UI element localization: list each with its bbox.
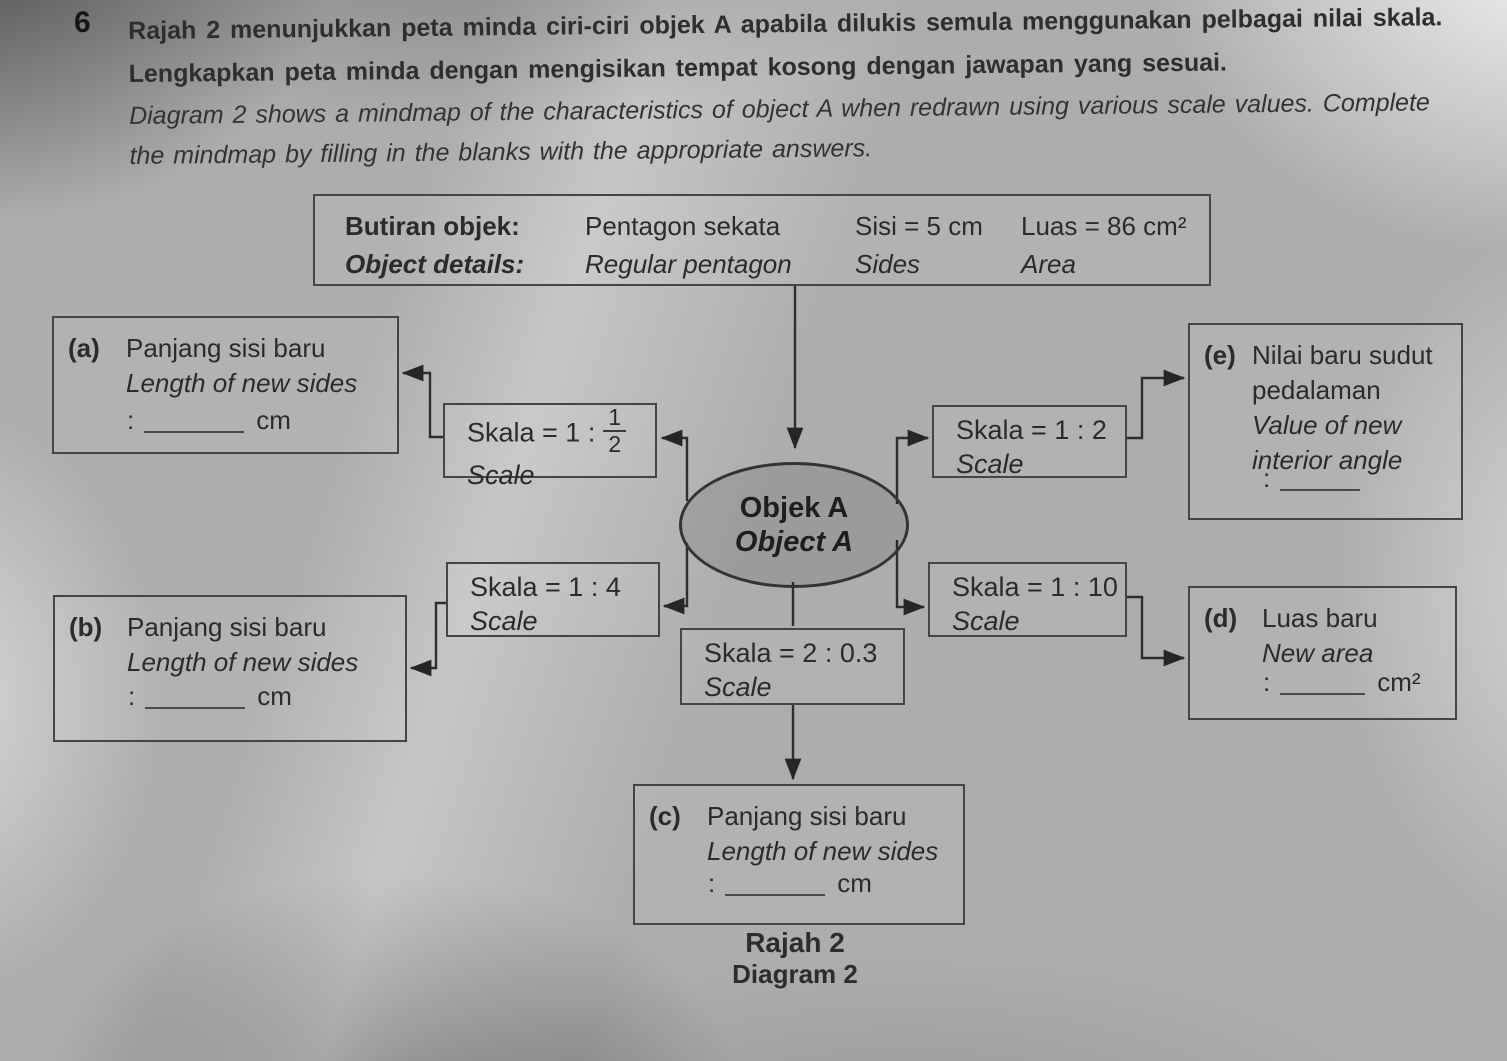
answer-b-unit: cm (257, 681, 292, 711)
scale-203-label: Scale (704, 672, 772, 702)
colon: : (1263, 667, 1271, 697)
answer-c-tag: (c) (649, 801, 681, 831)
scale-203-value: Skala = 2 : 0.3 (704, 638, 878, 668)
scale-half-label: Scale (467, 459, 535, 490)
arrow-object-to-scale-half (660, 429, 689, 501)
scale-ten-value: Skala = 1 : 10 (952, 572, 1118, 602)
details-shape-column: Pentagon sekata Regular pentagon (585, 207, 792, 283)
object-node: Objek A Object A (679, 462, 909, 588)
caption-malay: Rajah 2 (745, 927, 845, 958)
answer-a-unit: cm (256, 405, 291, 435)
answer-e-title-my2: pedalaman (1252, 375, 1381, 405)
scale-box-ten: Skala = 1 : 10 Scale (928, 562, 1127, 637)
answer-b-tag: (b) (69, 612, 103, 642)
details-area-label: Area (1021, 249, 1076, 279)
scale-two-label: Scale (956, 449, 1024, 479)
details-label-my: Butiran objek: (345, 211, 520, 241)
fraction-numerator: 1 (603, 405, 627, 433)
answer-b-title: Panjang sisi baru Length of new sides (127, 610, 358, 680)
answer-e-tag: (e) (1204, 340, 1236, 370)
answer-b-title-my: Panjang sisi baru (127, 612, 327, 642)
scale-two-value: Skala = 1 : 2 (956, 415, 1107, 445)
details-shape-my: Pentagon sekata (585, 211, 781, 241)
scale-box-2-03: Skala = 2 : 0.3 Scale (680, 628, 905, 705)
answer-e-blank-line (1280, 463, 1361, 491)
scale-four-value: Skala = 1 : 4 (470, 572, 621, 602)
arrow-object-to-scale-ten (895, 540, 926, 616)
details-sides-column: Sisi = 5 cm Sides (855, 207, 983, 283)
scale-box-two: Skala = 1 : 2 Scale (932, 405, 1127, 479)
answer-d-title: Luas baru New area (1262, 601, 1378, 671)
colon: : (128, 681, 136, 711)
answer-b-blank-row: : cm (128, 679, 292, 714)
arrow-object-to-scale-two (895, 429, 930, 504)
colon: : (127, 405, 135, 435)
object-details-box: Butiran objek: Object details: Pentagon … (313, 194, 1211, 286)
arrow-scale-half-to-a (401, 364, 443, 439)
answer-d-blank-line (1280, 667, 1366, 695)
object-title-my: Objek A (739, 492, 849, 524)
answer-c-title-my: Panjang sisi baru (707, 801, 907, 831)
scale-half-prefix: Skala = 1 : (467, 417, 596, 448)
caption-english: Diagram 2 (732, 959, 858, 989)
answer-a-title-my: Panjang sisi baru (126, 333, 326, 363)
answer-box-a: (a) Panjang sisi baru Length of new side… (52, 316, 399, 454)
scale-ten-label: Scale (952, 606, 1020, 636)
answer-box-c: (c) Panjang sisi baru Length of new side… (633, 784, 965, 925)
details-shape-en: Regular pentagon (585, 249, 792, 279)
arrow-scale-two-to-e (1127, 369, 1186, 440)
answer-e-title-en1: Value of new (1252, 410, 1402, 440)
answer-c-title-en: Length of new sides (707, 836, 939, 866)
answer-a-tag: (a) (68, 333, 100, 363)
answer-d-unit: cm² (1377, 667, 1421, 697)
figure-caption: Rajah 2 Diagram 2 (645, 926, 945, 989)
answer-c-blank-line (725, 868, 826, 896)
answer-e-title-my1: Nilai baru sudut (1252, 340, 1433, 370)
answer-box-e: (e) Nilai baru sudut pedalaman Value of … (1188, 323, 1463, 520)
answer-c-title: Panjang sisi baru Length of new sides (707, 799, 938, 869)
answer-c-unit: cm (837, 868, 872, 898)
answer-d-title-my: Luas baru (1262, 603, 1378, 633)
details-label-column: Butiran objek: Object details: (345, 207, 524, 283)
answer-b-blank-line (145, 681, 246, 709)
answer-e-title: Nilai baru sudut pedalaman Value of new … (1252, 338, 1433, 478)
object-title-en: Object A (734, 526, 854, 558)
answer-c-blank-row: : cm (708, 866, 872, 901)
answer-e-title-en2: interior angle (1252, 445, 1403, 475)
answer-d-blank-row: : cm² (1263, 665, 1421, 700)
colon: : (708, 868, 716, 898)
details-area-value: Luas = 86 cm² (1021, 211, 1187, 241)
answer-box-b: (b) Panjang sisi baru Length of new side… (53, 595, 407, 742)
question-number: 6 (74, 6, 91, 39)
answer-e-blank-row: : (1263, 461, 1372, 496)
scale-box-four: Skala = 1 : 4 Scale (446, 562, 660, 637)
arrow-scale-four-to-b (409, 601, 446, 677)
answer-b-title-en: Length of new sides (127, 647, 359, 677)
answer-a-blank-row: : cm (127, 403, 291, 438)
arrow-object-to-scale-four (662, 543, 689, 615)
details-sides-label: Sides (855, 249, 921, 279)
details-area-column: Luas = 86 cm² Area (1021, 207, 1186, 283)
colon: : (1263, 463, 1271, 493)
answer-d-title-en: New area (1262, 638, 1374, 668)
details-label-en: Object details: (345, 249, 525, 279)
answer-a-title-en: Length of new sides (126, 368, 358, 398)
answer-box-d: (d) Luas baru New area : cm² (1188, 586, 1457, 720)
fraction-denominator: 2 (608, 431, 622, 458)
answer-a-title: Panjang sisi baru Length of new sides (126, 331, 357, 401)
arrow-scale-ten-to-d (1127, 595, 1186, 667)
answer-d-tag: (d) (1204, 603, 1238, 633)
answer-a-blank-line (144, 405, 245, 433)
scale-four-label: Scale (470, 606, 538, 636)
details-sides-value: Sisi = 5 cm (855, 211, 983, 241)
